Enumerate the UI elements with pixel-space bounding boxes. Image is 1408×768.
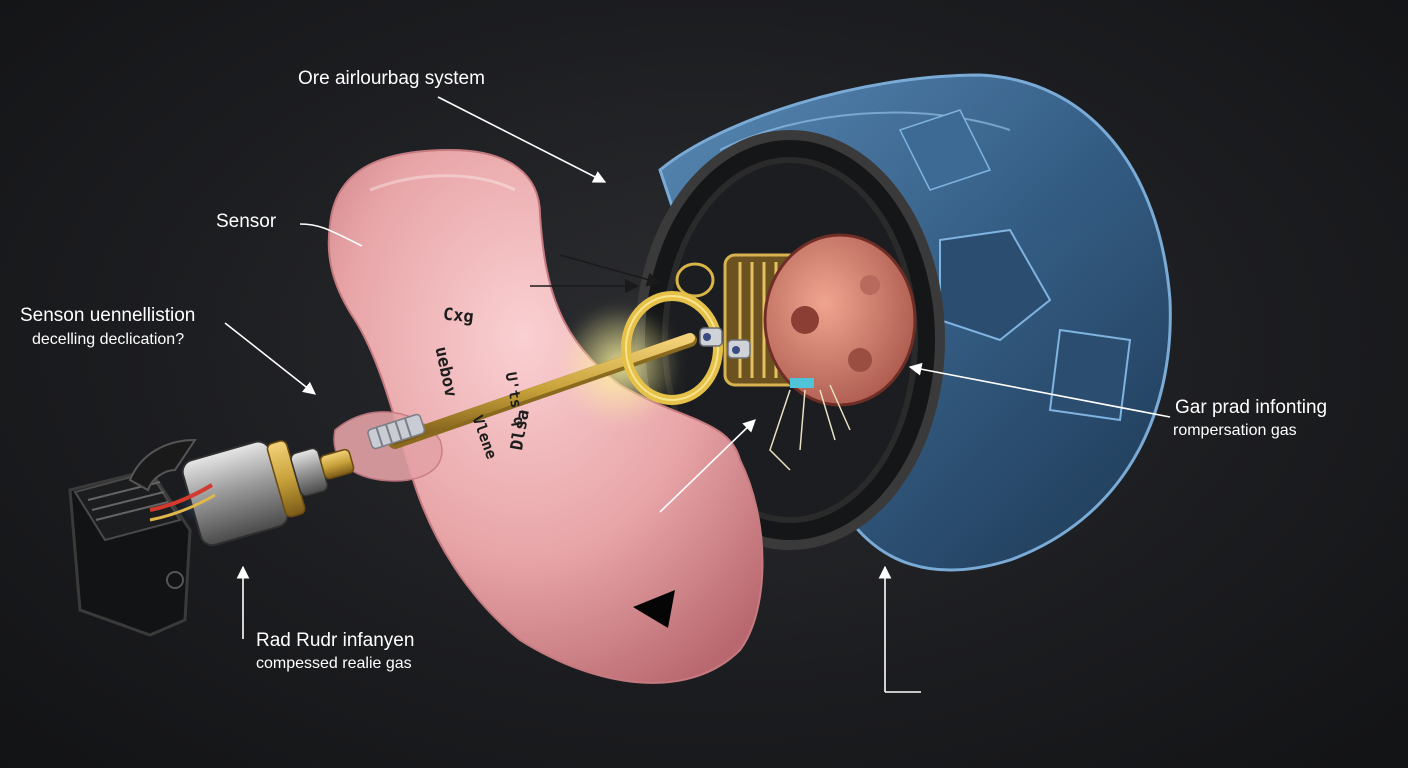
gas-label-title: Gar prad infonting (1175, 397, 1328, 418)
sensor-label: Sensor (216, 211, 277, 232)
annotation-lines (224, 96, 1171, 693)
gas-delivery-rod (367, 291, 751, 450)
gas-label-subtitle: rompersation gas (1173, 422, 1297, 439)
sensor-unit-subtitle: decelling declication? (32, 331, 185, 348)
annotation-lines-dark (530, 254, 662, 294)
airbag-system-label: Ore airlourbag system (298, 68, 485, 89)
inflator-label-subtitle: compessed realie gas (256, 655, 412, 672)
inflator-mechanism (675, 233, 917, 471)
inflator-label-title: Rad Rudr infanyen (256, 630, 415, 651)
sensor-unit-title: Senson uennellistion (20, 305, 196, 326)
bag-text-1: Cxg (442, 304, 475, 328)
pointer-triangle (633, 590, 675, 628)
sensor-module (68, 438, 216, 637)
gas-cylinder (181, 440, 355, 547)
